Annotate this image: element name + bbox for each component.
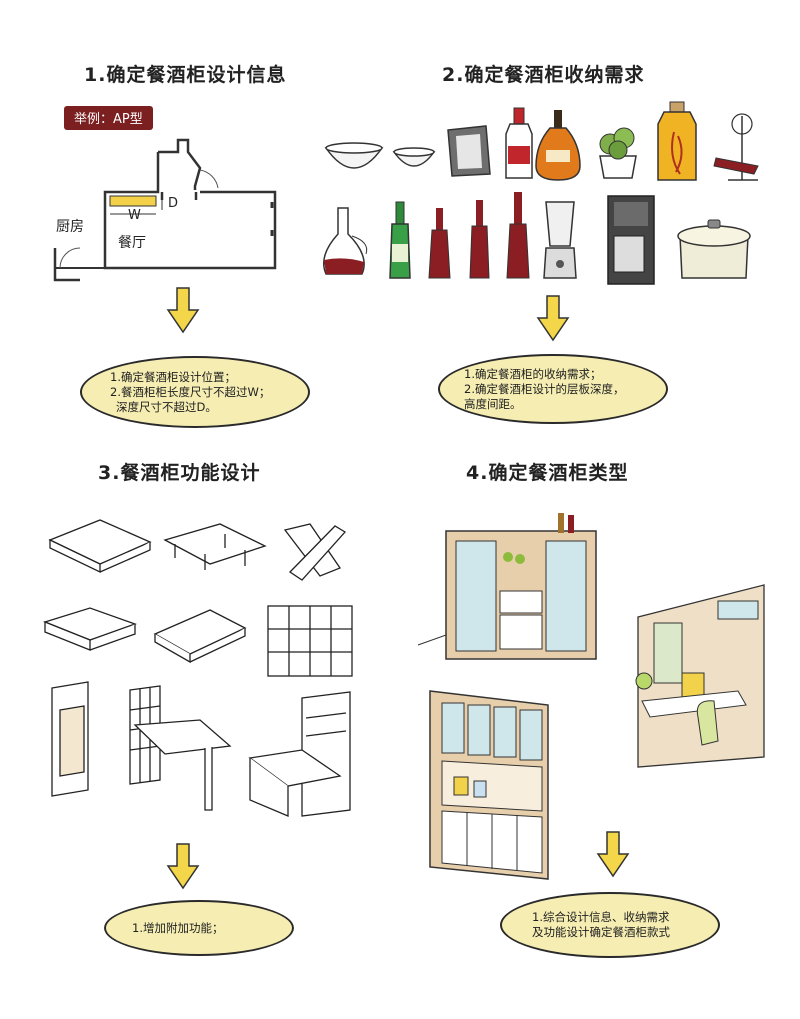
note-line: 1.增加附加功能；: [132, 920, 224, 935]
decanter-icon: [323, 207, 368, 275]
note-line: 高度间距。: [464, 396, 522, 411]
grid-cabinet-icon: [267, 605, 353, 677]
drawer-shelf-icon: [43, 607, 137, 651]
section-2-title: 2.确定餐酒柜收纳需求: [442, 64, 645, 86]
storage-items-illustration: [323, 101, 759, 285]
wine-bottle-icon: [469, 200, 490, 279]
study-cabinet-icon: [635, 584, 765, 768]
photo-frame-icon: [447, 125, 491, 177]
section-3-note: 1.增加附加功能；: [104, 900, 294, 956]
infused-liquor-jar-icon: [657, 101, 697, 181]
wine-bottle-icon: [506, 192, 530, 279]
wine-bottle-icon: [428, 208, 451, 279]
cabinet-zone: [109, 195, 157, 207]
section-1-title: 1.确定餐酒柜设计信息: [84, 64, 287, 86]
tall-display-cabinet-icon: [429, 690, 549, 880]
section-3-title: 3.餐酒柜功能设计: [98, 462, 261, 484]
note-line: 及功能设计确定餐酒柜款式: [532, 925, 670, 939]
beer-bottle-icon: [389, 201, 411, 279]
x-wine-rack-icon: [283, 523, 347, 581]
section-1-note: 1.确定餐酒柜设计位置； 2.餐酒柜柜长度尺寸不超过W； 深度尺寸不超过D。: [80, 356, 310, 428]
note-line: 深度尺寸不超过D。: [116, 399, 217, 414]
down-arrow-icon: [166, 843, 200, 890]
glass-rack-icon: [163, 523, 267, 570]
potted-plant-icon: [599, 127, 637, 179]
cabinet-types-illustration: [417, 513, 765, 880]
plan-label-depth: D: [168, 196, 179, 211]
note-line: 1.确定餐酒柜设计位置；: [110, 369, 236, 384]
down-arrow-icon: [166, 287, 200, 334]
coffee-maker-icon: [607, 195, 655, 285]
section-4-title: 4.确定餐酒柜类型: [466, 462, 629, 484]
bar-table-cabinet-icon: [129, 685, 232, 811]
note-line: 1.确定餐酒柜的收纳需求；: [464, 366, 602, 381]
plan-label-width: W: [128, 208, 141, 223]
note-line: 2.餐酒柜柜长度尺寸不超过W；: [110, 384, 271, 399]
hanging-glass-shelf-icon: [153, 609, 247, 664]
cooking-pot-icon: [677, 219, 751, 279]
small-bowl-icon: [392, 147, 436, 167]
plan-label-dining: 餐厅: [118, 235, 146, 251]
example-tag: 举例：AP型: [64, 106, 153, 130]
down-arrow-icon: [536, 295, 570, 342]
desk-cabinet-icon: [248, 691, 351, 817]
note-line: 2.确定餐酒柜设计的层板深度，: [464, 381, 625, 396]
blender-icon: [543, 201, 577, 279]
sideboard-cabinet-icon: [417, 513, 597, 660]
floating-shelf-icon: [48, 519, 152, 574]
function-components-illustration: [43, 519, 353, 817]
wall-rack-icon: [51, 681, 89, 797]
note-line: 1.综合设计信息、收纳需求: [532, 910, 670, 924]
cognac-bottle-icon: [535, 110, 581, 181]
wine-glass-holder-icon: [713, 113, 759, 181]
down-arrow-icon: [596, 831, 630, 878]
plan-label-kitchen: 厨房: [56, 219, 84, 235]
bowl-icon: [324, 142, 384, 169]
liquor-bottle-icon: [505, 107, 533, 179]
floor-plan-diagram: [53, 138, 277, 282]
section-4-note: 1.综合设计信息、收纳需求 及功能设计确定餐酒柜款式: [500, 892, 720, 958]
section-2-note: 1.确定餐酒柜的收纳需求； 2.确定餐酒柜设计的层板深度， 高度间距。: [438, 354, 668, 424]
